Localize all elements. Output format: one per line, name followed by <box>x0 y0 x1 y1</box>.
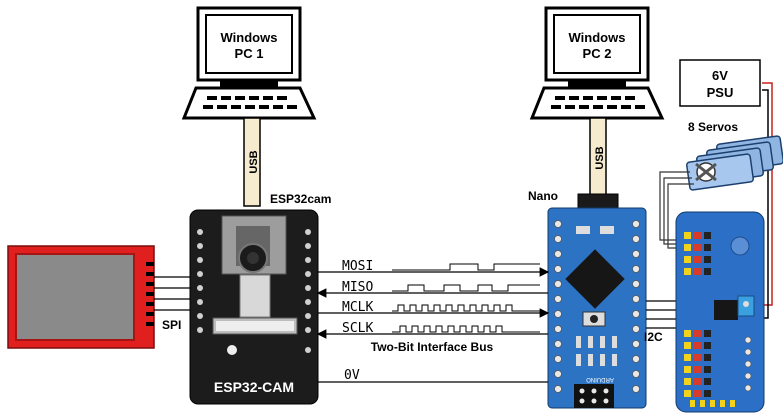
arduino-nano-board <box>547 207 647 409</box>
mclk-waveform <box>392 304 540 312</box>
signal-label-sclk: SCLK <box>342 321 373 336</box>
ground-label: 0V <box>344 368 360 383</box>
esp32-cam-board-label: ESP32-CAM <box>214 379 294 395</box>
pc1-title-line2: PC 1 <box>235 46 264 61</box>
signal-wires <box>316 267 550 383</box>
sclk-waveform <box>392 325 540 333</box>
pc1-usb-cable <box>243 117 261 207</box>
mosi-waveform <box>392 263 540 271</box>
pc2-computer-icon <box>529 6 665 120</box>
pc1-usb-label: USB <box>248 150 260 173</box>
nano-title: Nano <box>528 189 558 203</box>
servo-driver-board <box>675 211 765 413</box>
esp32-cam-board <box>189 209 319 405</box>
display-pins <box>146 262 154 326</box>
pc1-title-line1: Windows <box>221 30 278 45</box>
i2c-label: I2C <box>644 330 663 344</box>
psu-label-line1: 6V <box>712 68 728 83</box>
signal-label-mclk: MCLK <box>342 300 373 315</box>
servos-label: 8 Servos <box>688 120 738 134</box>
psu-box <box>679 59 761 107</box>
pc2-title-line2: PC 2 <box>583 46 612 61</box>
tft-display-screen <box>15 253 135 341</box>
servo-cables <box>659 171 694 249</box>
bus-label: Two-Bit Interface Bus <box>371 340 494 354</box>
i2c-wires <box>646 300 676 329</box>
servo-motors-icon <box>686 135 783 191</box>
miso-waveform <box>392 284 540 292</box>
pc2-title-line1: Windows <box>569 30 626 45</box>
signal-label-mosi: MOSI <box>342 259 373 274</box>
pc2-usb-label: USB <box>594 146 606 169</box>
spi-label: SPI <box>162 318 181 332</box>
signal-label-miso: MISO <box>342 280 373 295</box>
psu-label-line2: PSU <box>707 85 734 100</box>
nano-board-text: ARDUINO <box>586 376 614 382</box>
esp32cam-title: ESP32cam <box>270 192 331 206</box>
pc1-computer-icon <box>181 6 317 120</box>
